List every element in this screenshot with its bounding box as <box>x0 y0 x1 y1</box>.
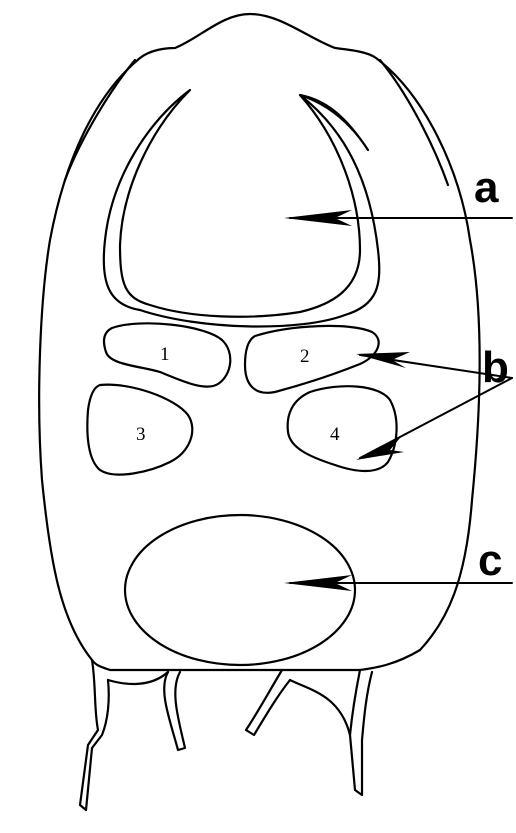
body-outline <box>39 14 479 670</box>
right-leg-connector <box>290 680 350 735</box>
region-a-outline <box>104 90 379 326</box>
label-region-3: 3 <box>136 424 146 445</box>
label-region-2: 2 <box>300 346 310 367</box>
arrow-b-head-lower <box>356 438 404 460</box>
right-inner-leg <box>246 670 290 735</box>
region-4-outline <box>288 386 397 471</box>
arrow-b-head-upper <box>356 352 410 368</box>
right-shoulder-ridge <box>380 60 448 185</box>
label-c: c <box>478 536 502 585</box>
region-2-outline <box>245 326 379 393</box>
label-b: b <box>482 343 509 392</box>
right-outer-leg <box>350 670 372 795</box>
label-region-4: 4 <box>330 424 340 445</box>
left-outer-leg <box>80 660 109 810</box>
left-leg-connector <box>108 672 168 684</box>
region-c-outline <box>125 515 355 665</box>
left-shoulder-ridge <box>65 60 135 180</box>
left-inner-leg <box>164 672 185 750</box>
label-region-1: 1 <box>160 344 170 365</box>
label-a: a <box>474 163 499 212</box>
